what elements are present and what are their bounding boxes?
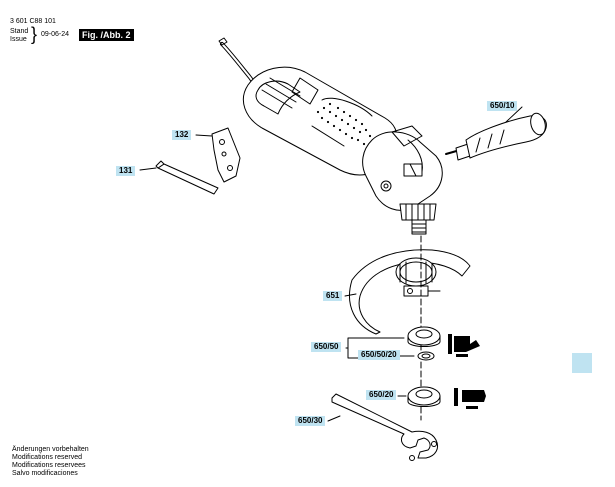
issue-date: 09-06-24	[41, 31, 70, 38]
issue-label: Issue	[10, 36, 27, 43]
flange-650-20	[407, 386, 441, 407]
callout-650-20: 650/20	[366, 390, 397, 400]
footer-line-es: Salvo modificaciones	[12, 470, 78, 477]
side-handle	[445, 112, 547, 161]
flange-650-50-20	[417, 351, 435, 361]
callout-132: 132	[172, 130, 192, 140]
bracket-132	[211, 127, 241, 183]
figure-label: Fig. /Abb. 2	[79, 29, 134, 41]
callout-650-50: 650/50	[311, 342, 342, 352]
page-tab-marker	[572, 353, 592, 373]
flange-650-50	[407, 326, 441, 347]
callout-650-50-20: 650/50/20	[358, 350, 400, 360]
callout-131: 131	[116, 166, 136, 176]
hex-key-131	[155, 160, 219, 195]
callout-650-30: 650/30	[295, 416, 326, 426]
callout-650-10: 650/10	[487, 101, 518, 111]
grinder-body	[243, 66, 443, 235]
callout-651: 651	[323, 291, 343, 301]
brace-symbol: }	[31, 24, 38, 44]
stand-label: Stand	[10, 28, 29, 35]
pin-wrench	[331, 393, 439, 461]
footer-line-de: Änderungen vorbehalten	[12, 446, 89, 453]
footer-line-en: Modifications reserved	[12, 454, 83, 461]
tool-icon-upper	[448, 334, 480, 357]
tool-icon-lower	[454, 388, 486, 409]
footer-line-fr: Modifications reservees	[12, 462, 86, 469]
wheel-guard	[348, 249, 471, 335]
document-number: 3 601 C88 101	[10, 18, 56, 25]
